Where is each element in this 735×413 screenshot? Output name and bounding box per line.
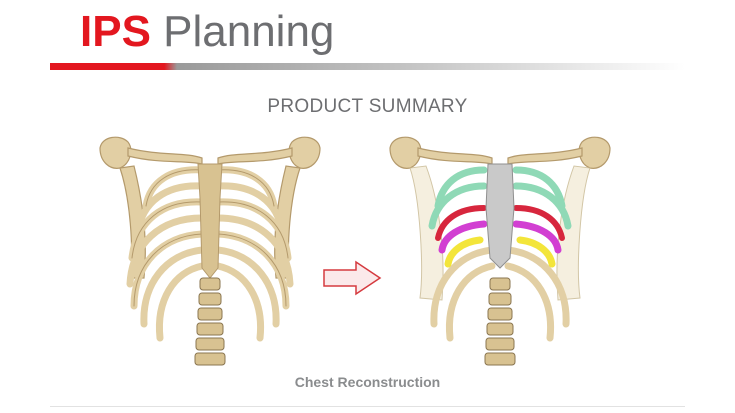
ribcage-after-image (389, 136, 611, 366)
section-subtitle: PRODUCT SUMMARY (267, 96, 468, 117)
ribcage-before-image (99, 136, 321, 366)
title-text: Planning (150, 7, 335, 56)
figure-caption: Chest Reconstruction (294, 374, 441, 390)
brand-name: IPS (80, 7, 151, 56)
right-arrow-icon (323, 260, 382, 296)
page-title: IPS Planning (80, 6, 334, 58)
title-underline (50, 63, 685, 70)
footer-divider (50, 406, 685, 407)
